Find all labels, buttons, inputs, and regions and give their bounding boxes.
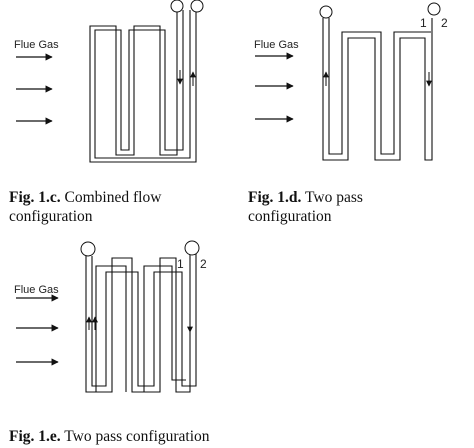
flue-gas-arrows	[16, 53, 53, 125]
header-drum	[190, 0, 204, 13]
caption-text: Two pass configuration	[248, 189, 363, 225]
caption-label: Fig. 1.d.	[248, 189, 302, 206]
header-drum	[170, 0, 184, 13]
header-drum	[319, 5, 333, 19]
pass-label-2: 2	[200, 257, 207, 271]
pass-label-2: 2	[441, 16, 448, 30]
serpentine-tube-pass-2	[328, 18, 431, 155]
serpentine-tube	[89, 10, 197, 163]
caption-text: Combined flow configuration	[9, 189, 162, 225]
flue-gas-arrows	[16, 294, 59, 366]
header-drum	[427, 2, 441, 16]
flue-gas-label: Flue Gas	[14, 284, 59, 296]
pass-label-1: 1	[420, 16, 427, 30]
caption-label: Fig. 1.c.	[9, 189, 61, 206]
serpentine-tube-pass-2	[91, 254, 197, 387]
caption-fig-1e: Fig. 1.e. Two pass configuration	[9, 427, 329, 446]
caption-fig-1d: Fig. 1.d. Two pass configuration	[248, 188, 448, 226]
serpentine-tube-pass-1	[85, 254, 191, 393]
header-drum	[80, 241, 96, 257]
serpentine-tube-inner	[95, 265, 186, 392]
caption-text: Two pass configuration	[64, 428, 210, 445]
figure-1d: Flue Gas 1 2	[254, 2, 448, 161]
figure-1e: Flue Gas 1 2	[14, 240, 207, 393]
flue-gas-label: Flue Gas	[14, 39, 59, 51]
caption-fig-1c: Fig. 1.c. Combined flow configuration	[9, 188, 229, 226]
figure-1c: Flue Gas	[14, 0, 204, 163]
caption-label: Fig. 1.e.	[9, 428, 61, 445]
header-drum	[184, 240, 200, 256]
serpentine-tube-pass-1	[322, 18, 433, 161]
flue-gas-label: Flue Gas	[254, 39, 299, 51]
flue-gas-arrows	[255, 52, 294, 123]
pass-label-1: 1	[177, 257, 184, 271]
